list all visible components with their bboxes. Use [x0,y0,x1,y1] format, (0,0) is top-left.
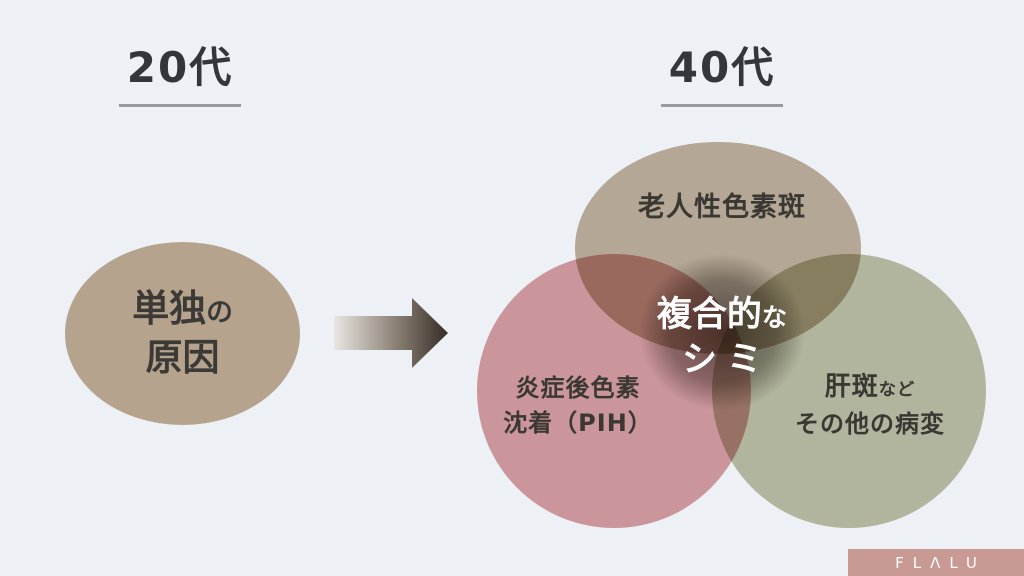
venn-label-melasma: 肝斑など その他の病変 [775,369,965,441]
heading-40s-text: 40代 [668,43,776,92]
venn-label-pih-line2: 沈着（PIH） [503,408,653,437]
venn-label-complex-spots: 複合的な シミ [612,293,832,383]
flalu-logo-text: FLΛLU [895,553,986,572]
venn-label-melasma-line1: 肝斑 [824,372,879,402]
venn-label-melasma-line2: その他の病変 [795,409,945,438]
single-cause-label: 単独の 原因 [132,285,233,381]
venn-label-pih: 炎症後色素 沈着（PIH） [493,371,663,441]
single-cause-line2: 原因 [145,335,220,379]
single-cause-bubble: 単独の 原因 [65,242,300,425]
heading-20s-text: 20代 [126,43,234,92]
single-cause-line1-particle: の [206,297,233,329]
venn-label-pih-line1: 炎症後色素 [515,374,641,402]
venn-label-complex-line2: シミ [681,339,772,380]
venn-label-senile-spots: 老人性色素斑 [638,192,806,223]
heading-20s: 20代 [70,34,290,107]
arrow-right-icon [334,298,448,368]
single-cause-line1: 単独 [132,287,207,331]
venn-label-melasma-line1-suffix: など [878,380,916,400]
heading-40s: 40代 [612,34,832,107]
venn-label-complex-line1: 複合的 [656,295,762,335]
flalu-logo-banner: FLΛLU [848,549,1024,576]
venn-center-overlap-shadow [618,234,826,430]
heading-40s-underline [661,104,783,107]
heading-20s-underline [119,104,241,107]
venn-label-complex-line1-particle: な [761,303,788,332]
